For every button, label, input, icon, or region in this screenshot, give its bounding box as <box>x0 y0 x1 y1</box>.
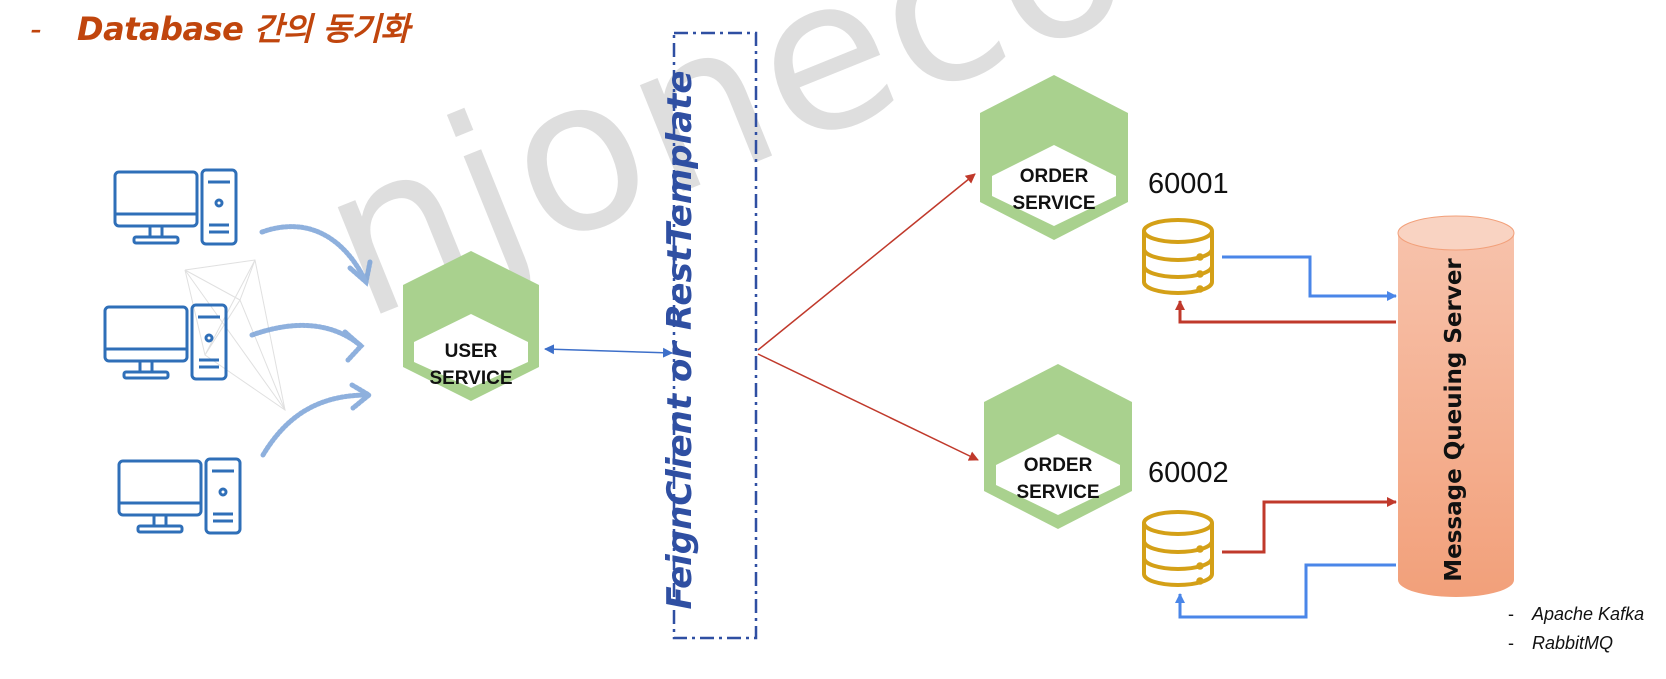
user-service-hexagon <box>403 251 539 401</box>
title-text: Database 간의 동기화 <box>77 10 410 48</box>
message-queue-examples: -Apache Kafka -RabbitMQ <box>1508 600 1644 658</box>
list-dash: - <box>1508 633 1514 653</box>
desktop-computer-icon <box>113 168 238 246</box>
desktop-computer-icon <box>117 457 242 535</box>
order-service-2-hexagon <box>984 364 1132 529</box>
order-service-2-port: 60002 <box>1148 457 1229 489</box>
order-service-1-line1: ORDER <box>1019 166 1089 187</box>
mq-example-item: -RabbitMQ <box>1508 629 1644 658</box>
user-service-line2: SERVICE <box>429 368 513 389</box>
gateway-label: FeignClient or RestTemplate <box>660 70 700 610</box>
database-icon <box>1142 510 1214 587</box>
network-mesh-decoration <box>184 259 286 412</box>
gateway-box <box>672 31 758 640</box>
order-service-1-port: 60001 <box>1148 168 1229 200</box>
db1-to-mq-arrow <box>1222 255 1397 301</box>
gateway-order1-arrow <box>757 173 976 351</box>
order-service-1-hexagon <box>980 75 1128 240</box>
page-title: -Database 간의 동기화 <box>30 4 410 50</box>
gateway-order2-arrow <box>757 353 979 461</box>
order-service-2-line2: SERVICE <box>1016 482 1100 503</box>
db2-to-mq-arrow <box>1222 497 1397 554</box>
mq-example-item: -Apache Kafka <box>1508 600 1644 629</box>
order-service-1-label: ORDER SERVICE <box>1004 163 1104 217</box>
database-icon <box>1142 218 1214 295</box>
user-service-label: USER SERVICE <box>421 338 521 392</box>
mq-example-name: Apache Kafka <box>1532 604 1645 624</box>
message-queue-cylinder <box>1397 215 1515 597</box>
user-gateway-link <box>544 344 673 358</box>
desktop-computer-icon <box>103 303 228 381</box>
client-request-arrows <box>249 224 374 458</box>
title-dash: - <box>30 10 42 48</box>
mq-to-db1-arrow <box>1175 300 1396 324</box>
mq-example-name: RabbitMQ <box>1532 633 1614 653</box>
order-service-2-line1: ORDER <box>1023 455 1093 476</box>
user-service-line1: USER <box>444 341 498 362</box>
message-queue-label: Message Queuing Server <box>1441 258 1467 582</box>
mq-to-db2-arrow <box>1175 563 1396 619</box>
list-dash: - <box>1508 604 1514 624</box>
order-service-2-label: ORDER SERVICE <box>1008 452 1108 506</box>
order-service-1-line2: SERVICE <box>1012 193 1096 214</box>
